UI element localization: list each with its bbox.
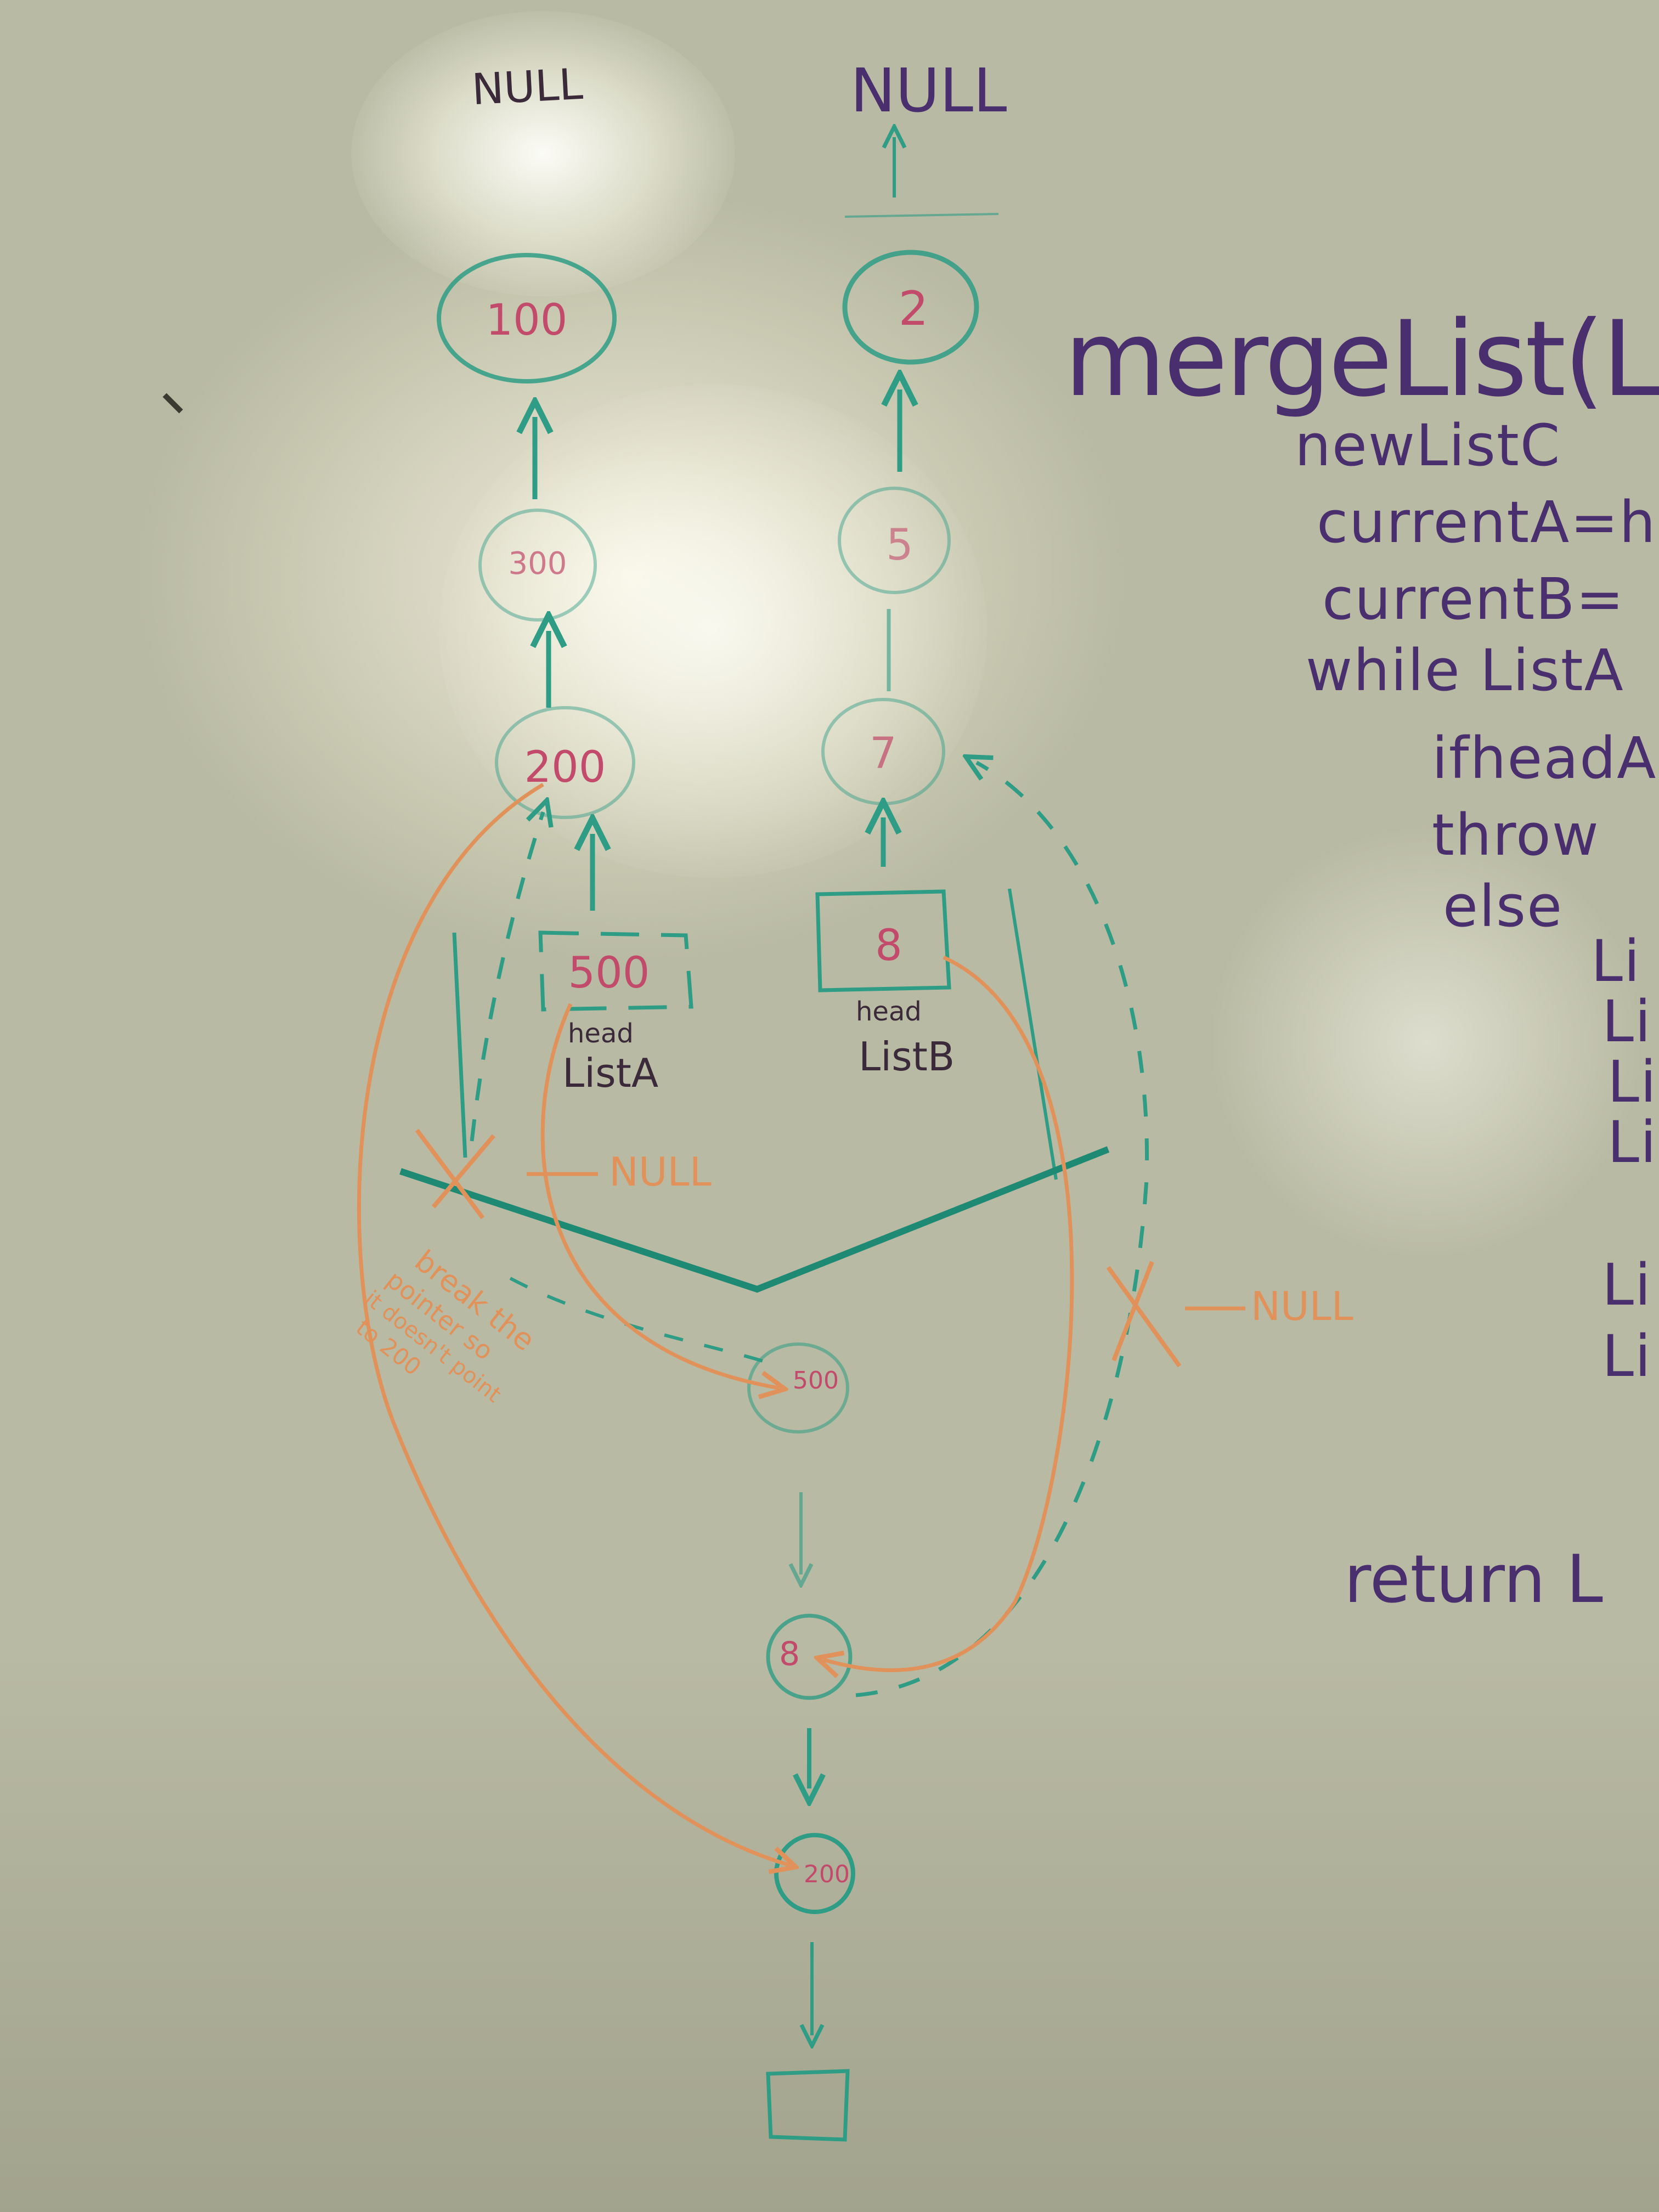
code-line-7: else <box>1443 873 1564 940</box>
x-mark-left <box>415 1128 496 1220</box>
null-label-top-right: NULL <box>850 55 1007 126</box>
code-line-13: Li <box>1602 1323 1652 1390</box>
end-box <box>766 2069 850 2142</box>
node-100-value: 100 <box>486 296 568 345</box>
merged-node-200-value: 200 <box>804 1860 850 1888</box>
dashed-pointer-right <box>855 763 1149 1697</box>
null-label-top-left: NULL <box>470 59 584 115</box>
list-a-head-box <box>538 930 693 1012</box>
node-200-circle <box>495 706 635 819</box>
node-5-circle <box>838 487 951 594</box>
list-a-head-label: head <box>568 1018 634 1049</box>
list-a-label: ListA <box>562 1050 659 1096</box>
code-line-4: while ListA <box>1306 637 1624 704</box>
code-line-9: Li <box>1602 988 1652 1055</box>
orange-pointer-200-big <box>357 782 790 1865</box>
code-line-10: Li <box>1607 1048 1657 1115</box>
dashed-pointer-middle <box>509 1277 780 1368</box>
marker-smudge <box>162 393 183 414</box>
merged-node-500-value: 500 <box>793 1367 839 1395</box>
list-a-head-value: 500 <box>568 949 650 998</box>
code-line-6: throw <box>1432 802 1600 868</box>
list-b-head-value: 8 <box>875 921 902 970</box>
code-line-5: ifheadA <box>1432 725 1657 792</box>
node-200-value: 200 <box>524 743 606 792</box>
node-100-circle <box>437 253 617 383</box>
orange-pointer-500 <box>540 1003 779 1388</box>
node-7-value: 7 <box>870 729 897 778</box>
code-line-11: Li <box>1607 1109 1657 1176</box>
divider-v-line <box>399 1146 1110 1293</box>
code-return-line: return L <box>1344 1542 1603 1618</box>
code-title: mergeList(Li <box>1064 298 1659 420</box>
dashed-pointer-left <box>470 812 543 1142</box>
code-line-12: Li <box>1602 1251 1652 1318</box>
x-mark-right <box>1106 1261 1182 1368</box>
list-b-label: ListB <box>859 1034 955 1080</box>
node-2-circle <box>842 250 979 365</box>
node-2-value: 2 <box>898 281 929 336</box>
left-vertical-line <box>452 932 467 1158</box>
merged-node-500-circle <box>747 1342 849 1434</box>
code-line-1: newListC <box>1295 412 1561 479</box>
orange-pointer-8 <box>823 955 1074 1670</box>
top-underline <box>844 213 999 218</box>
list-b-head-label: head <box>856 996 922 1027</box>
merged-node-8-circle <box>766 1613 853 1700</box>
node-5-value: 5 <box>886 521 913 570</box>
code-line-3: currentB= <box>1322 566 1625 633</box>
right-vertical-line <box>1008 888 1058 1180</box>
null-annotation-left: NULL <box>609 1149 712 1195</box>
null-annotation-right: NULL <box>1251 1283 1353 1329</box>
code-line-8: Li <box>1591 928 1641 995</box>
code-line-2: currentA=h <box>1317 489 1657 556</box>
node-300-value: 300 <box>508 546 567 582</box>
merged-node-8-value: 8 <box>779 1635 800 1673</box>
list-b-head-box <box>815 889 951 992</box>
